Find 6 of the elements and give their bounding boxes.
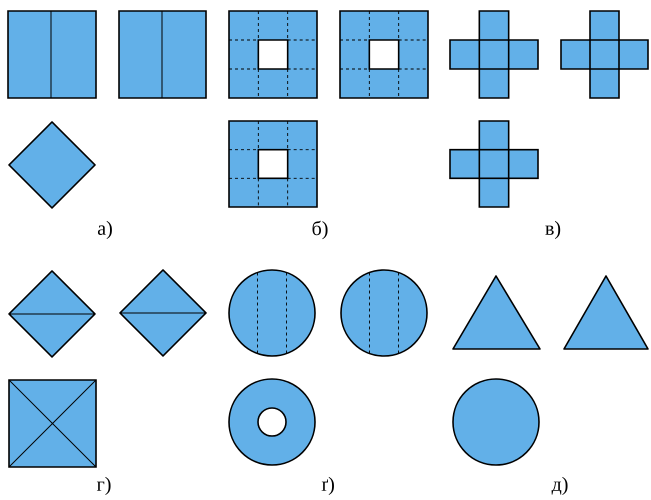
figure-label: ґ) bbox=[322, 476, 334, 496]
figure-label: д) bbox=[552, 476, 568, 496]
figure-label: в) bbox=[545, 220, 560, 240]
figure-label: г) bbox=[96, 476, 111, 496]
figure-label: б) bbox=[312, 220, 328, 240]
figure-label: а) bbox=[98, 220, 112, 240]
